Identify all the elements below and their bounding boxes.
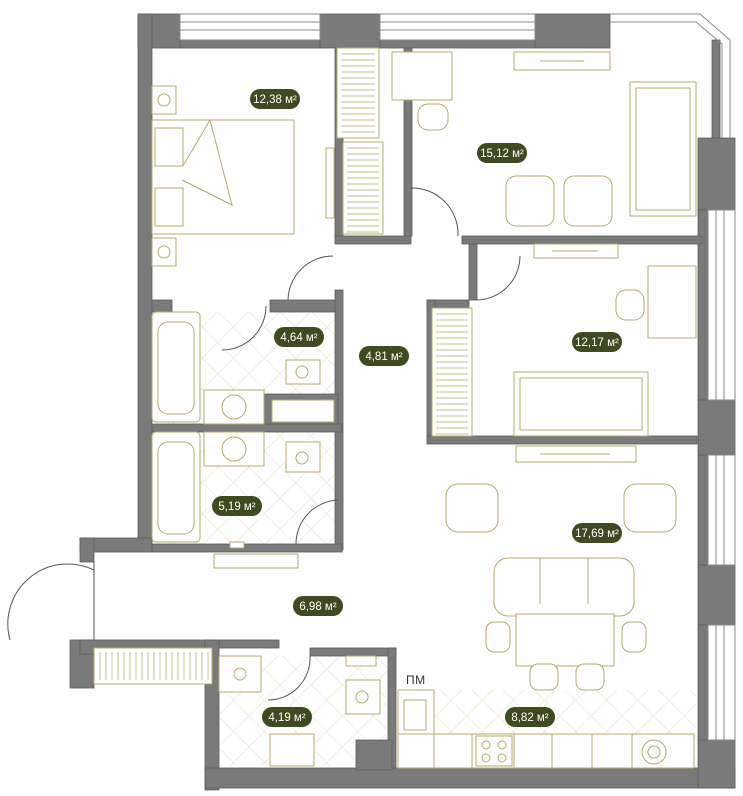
area-label: 4,19 м² <box>268 712 305 724</box>
area-badge-wc: 4,19 м² <box>262 707 312 727</box>
area-badge-hall: 6,98 м² <box>293 596 343 616</box>
area-label: 5,19 м² <box>218 501 255 513</box>
walls <box>69 13 736 791</box>
area-label: 8,82 м² <box>511 712 548 724</box>
area-badge-bg <box>293 596 343 616</box>
area-badge-bg <box>262 707 312 727</box>
windows <box>179 13 736 741</box>
area-label: 4,64 м² <box>280 332 317 344</box>
area-badge-bg <box>572 332 622 352</box>
wardrobe-slats <box>99 53 468 680</box>
area-badge-kitchen: 8,82 м² <box>505 707 555 727</box>
area-badge-bg <box>274 327 324 347</box>
area-badge-bedroom-1: 12,38 м² <box>250 89 300 109</box>
area-badge-bg <box>505 707 555 727</box>
area-badge-bedroom-2: 12,17 м² <box>572 332 622 352</box>
wardrobes <box>93 47 473 685</box>
area-badge-bg <box>572 523 622 543</box>
area-badge-corridor: 4,81 м² <box>359 346 409 366</box>
area-label: 15,12 м² <box>480 148 524 160</box>
area-badge-bg <box>212 496 262 516</box>
area-badge-bg <box>250 89 300 109</box>
area-badge-bathroom-1: 4,64 м² <box>274 327 324 347</box>
area-badge-kitchen-living: 17,69 м² <box>572 523 622 543</box>
dishwasher-label: ПМ <box>406 673 426 687</box>
area-badge-bg <box>477 143 527 163</box>
area-label: 4,81 м² <box>365 351 402 363</box>
area-badge-bathroom-2: 5,19 м² <box>212 496 262 516</box>
area-badge-living-room: 15,12 м² <box>477 143 527 163</box>
area-label: 12,38 м² <box>253 94 297 106</box>
area-badge-bg <box>359 346 409 366</box>
doors <box>7 187 521 701</box>
furniture <box>151 51 697 769</box>
area-label: 12,17 м² <box>575 337 619 349</box>
area-label: 6,98 м² <box>299 601 336 613</box>
area-label: 17,69 м² <box>575 528 619 540</box>
room-area-badges: 12,38 м² 15,12 м² 4,64 м² 4,81 м² 12,17 м² 5,… <box>212 89 622 727</box>
